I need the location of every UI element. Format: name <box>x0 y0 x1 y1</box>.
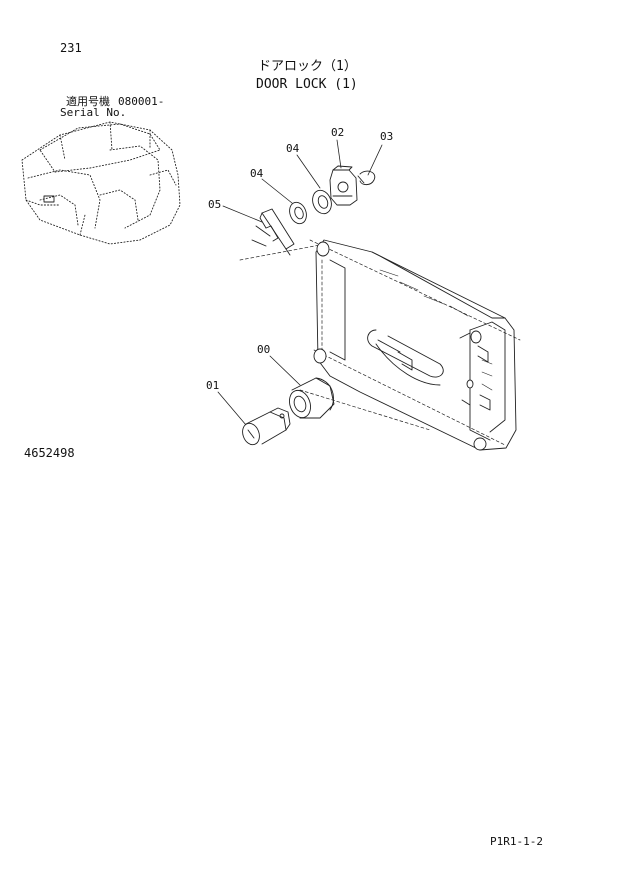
machine-thumbnail <box>21 121 181 245</box>
part-02-lock-plate <box>329 165 358 206</box>
thumbnail-marker <box>43 195 55 203</box>
part-label-04-upper: 04 <box>286 142 300 155</box>
part-05-bracket <box>251 208 295 256</box>
part-label-03: 03 <box>380 130 394 143</box>
title-japanese: ドアロック（1） <box>258 59 357 74</box>
serial-label-english: Serial No. <box>60 106 127 119</box>
footer-code: P1R1-1-2 <box>490 835 543 848</box>
part-label-00: 00 <box>257 343 271 356</box>
page-number: 231 <box>60 41 82 55</box>
part-label-05: 05 <box>208 198 222 211</box>
part-00-bush <box>289 377 335 419</box>
part-03-clip <box>357 170 376 186</box>
housing <box>239 239 521 451</box>
drawing-number: 4652498 <box>24 446 75 460</box>
leader-lines <box>217 139 383 426</box>
serial-label-japanese: 適用号機 <box>66 95 110 108</box>
part-04-washer-lower <box>289 201 307 225</box>
serial-value: 080001- <box>118 95 165 108</box>
part-label-04-lower: 04 <box>250 167 264 180</box>
part-01-lock-cylinder <box>242 407 291 446</box>
part-label-01: 01 <box>206 379 220 392</box>
part-04-washer-upper <box>312 189 332 215</box>
title-english: DOOR LOCK (1) <box>256 77 358 92</box>
part-label-02: 02 <box>331 126 345 139</box>
